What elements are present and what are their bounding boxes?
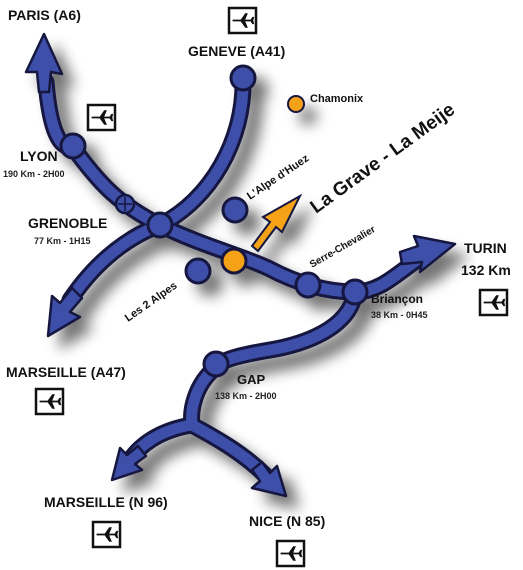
node-la-grave xyxy=(220,247,248,275)
node-gap xyxy=(202,350,230,378)
label-lyon: LYON xyxy=(20,148,58,164)
arrow-nice xyxy=(250,460,288,498)
label-grenoble: GRENOBLE xyxy=(28,215,107,231)
arrow-marseille-n96 xyxy=(110,444,148,482)
label-gap-dist: 138 Km - 2H00 xyxy=(215,391,277,401)
label-briancon: Briançon xyxy=(371,292,423,306)
arrow-paris xyxy=(24,32,64,94)
highlight-arrow xyxy=(250,193,303,253)
label-gap: GAP xyxy=(237,372,266,387)
label-geneve: GENEVE (A41) xyxy=(188,43,285,59)
label-turin: TURIN xyxy=(464,240,507,256)
node-briancon xyxy=(341,278,369,306)
road-network xyxy=(24,32,457,498)
airport-icon xyxy=(227,6,258,35)
label-marseille-n96: MARSEILLE (N 96) xyxy=(44,494,168,510)
arrow-marseille-a47 xyxy=(46,286,84,338)
node-les-2-alpes xyxy=(184,257,212,285)
node-grenoble xyxy=(146,211,174,239)
label-grenoble-dist: 77 Km - 1H15 xyxy=(34,236,91,246)
node-geneve xyxy=(229,64,257,92)
node-serre-chevalier xyxy=(294,271,322,299)
label-nice: NICE (N 85) xyxy=(249,513,325,529)
node-chamonix xyxy=(287,95,305,113)
arrow-turin xyxy=(398,234,457,274)
label-highlight: La Grave - La Meije xyxy=(307,99,459,218)
label-serre-chevalier: Serre-Chevalier xyxy=(308,224,378,271)
label-paris: PARIS (A6) xyxy=(8,7,81,23)
label-lyon-dist: 190 Km - 2H00 xyxy=(3,169,65,179)
airport-icon xyxy=(478,288,509,317)
label-briancon-dist: 38 Km - 0H45 xyxy=(371,310,428,320)
airport-icon xyxy=(275,539,306,568)
airport-icon xyxy=(91,520,122,549)
airport-icon xyxy=(34,387,65,416)
label-les-2-alpes: Les 2 Alpes xyxy=(123,280,180,325)
label-chamonix: Chamonix xyxy=(310,93,364,105)
node-alpe-huez xyxy=(221,196,249,224)
node-lyon xyxy=(59,132,87,160)
label-marseille-a47: MARSEILLE (A47) xyxy=(6,364,126,380)
label-turin-dist: 132 Km xyxy=(461,262,511,278)
airport-icon xyxy=(86,103,117,132)
